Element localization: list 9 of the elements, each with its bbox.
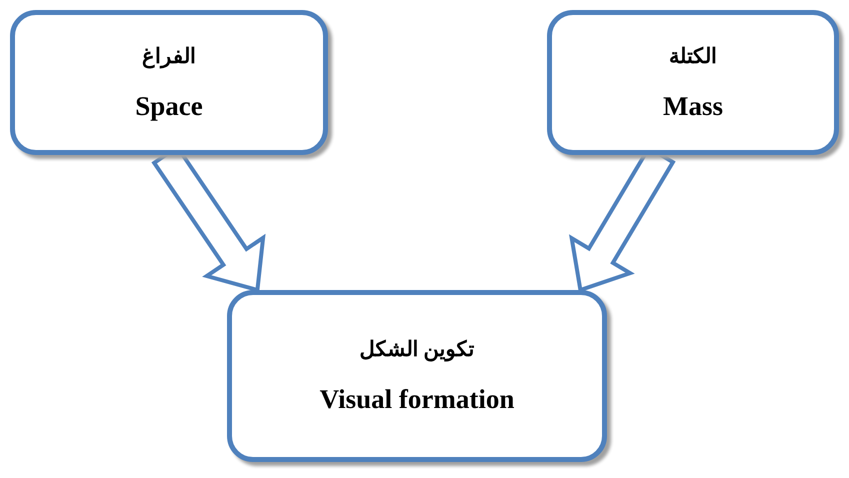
arabic-label: الفراغ bbox=[142, 44, 196, 68]
arabic-label: تكوين الشكل bbox=[359, 337, 475, 362]
rounded-box bbox=[10, 10, 328, 155]
rounded-box bbox=[547, 10, 839, 155]
english-label: Mass bbox=[663, 90, 723, 122]
rounded-box bbox=[227, 290, 607, 462]
english-label: Space bbox=[135, 90, 203, 122]
arabic-label: الكتلة bbox=[669, 44, 717, 68]
english-label: Visual formation bbox=[320, 384, 514, 415]
